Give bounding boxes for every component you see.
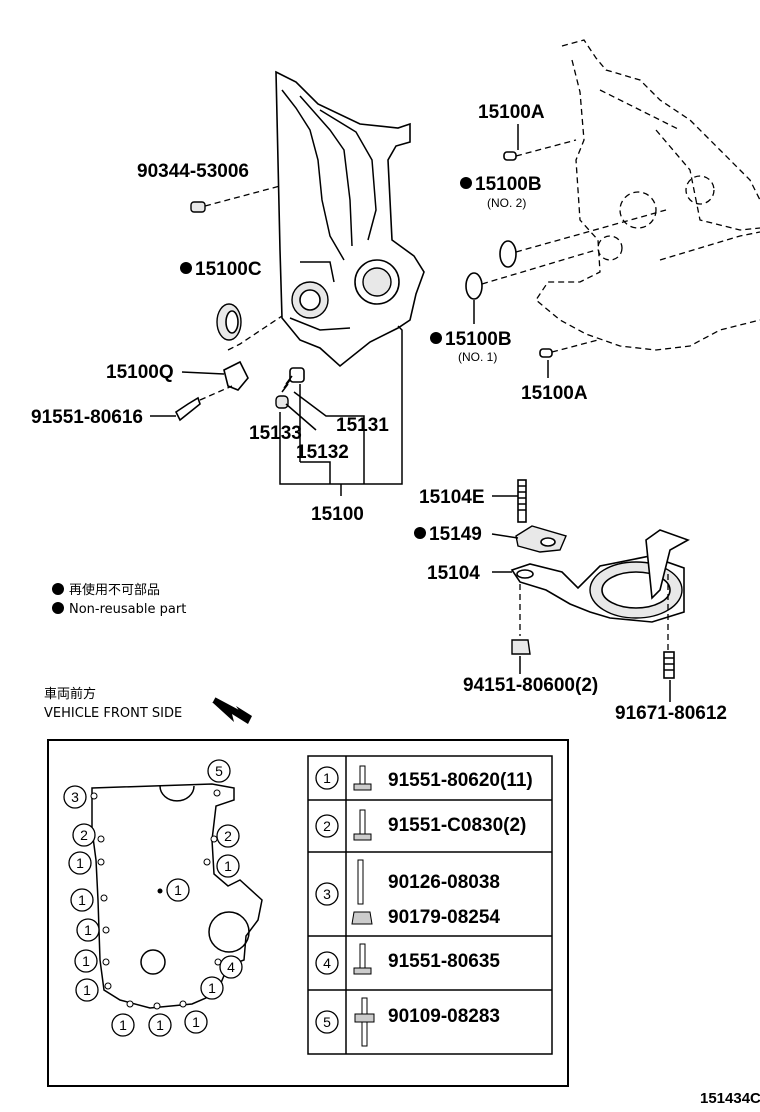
table-row: 3 90126-08038 90179-08254 <box>315 859 500 928</box>
non-reusable-dot <box>430 332 442 344</box>
svg-text:1: 1 <box>76 855 84 871</box>
bolt-table: 1 91551-80620(11) 2 91551-C0830(2) 3 901… <box>307 755 553 1055</box>
label-15100b-no1: 15100B <box>445 329 512 350</box>
legend-dot-icon <box>52 583 64 595</box>
svg-text:5: 5 <box>215 763 223 779</box>
table-row: 4 91551-80635 <box>315 943 500 975</box>
label-15104: 15104 <box>427 563 480 584</box>
marker-1: 1 <box>184 1010 208 1034</box>
vehicle-front-note: 車両前方 VEHICLE FRONT SIDE <box>44 686 252 724</box>
label-91671-80612: 91671-80612 <box>615 703 727 724</box>
svg-text:1: 1 <box>119 1017 127 1033</box>
svg-text:3: 3 <box>323 886 331 902</box>
svg-text:1: 1 <box>83 982 91 998</box>
table-row: 5 90109-08283 <box>315 997 500 1047</box>
marker-5: 5 <box>207 759 231 783</box>
bolt-location-frame <box>47 739 569 1087</box>
table-part-r3a: 90126-08038 <box>388 872 500 893</box>
marker-1: 1 <box>111 1013 135 1037</box>
part-labels: 90344-53006 15100C 15100Q 91551-80616 15… <box>31 102 727 724</box>
cover-outline-drawing <box>90 783 263 1010</box>
timing-cover-drawing <box>275 70 425 368</box>
table-row: 1 91551-80620(11) <box>315 765 533 791</box>
legend: 再使用不可部品 Non-reusable part <box>52 582 186 617</box>
svg-text:3: 3 <box>71 789 79 805</box>
marker-1: 1 <box>76 918 100 942</box>
marker-1: 1 <box>216 854 240 878</box>
marker-1: 1 <box>75 978 99 1002</box>
svg-text:1: 1 <box>192 1014 200 1030</box>
label-15100c: 15100C <box>195 259 262 280</box>
engine-block-drawing <box>535 39 760 351</box>
marker-1: 1 <box>200 976 224 1000</box>
label-15133: 15133 <box>249 423 302 444</box>
svg-text:4: 4 <box>227 959 235 975</box>
legend-dot-icon <box>52 602 64 614</box>
table-part-r3b: 90179-08254 <box>388 907 500 928</box>
label-15100b-no1-sub: (NO. 1) <box>458 350 497 364</box>
table-part-r4: 91551-80635 <box>388 951 500 972</box>
bolt-markers: 5 3 2 2 1 1 1 1 1 1 4 1 1 1 1 1 <box>63 759 243 1037</box>
svg-text:1: 1 <box>156 1017 164 1033</box>
front-en: VEHICLE FRONT SIDE <box>44 706 182 721</box>
marker-2: 2 <box>72 823 96 847</box>
front-jp: 車両前方 <box>44 686 96 702</box>
legend-jp: 再使用不可部品 <box>69 582 160 598</box>
svg-text:1: 1 <box>323 770 331 786</box>
label-15100q: 15100Q <box>106 362 174 383</box>
svg-text:1: 1 <box>84 922 92 938</box>
label-15132: 15132 <box>296 442 349 463</box>
table-part-r1: 91551-80620(11) <box>388 770 533 791</box>
label-15104e: 15104E <box>419 487 485 508</box>
svg-text:1: 1 <box>208 980 216 996</box>
label-15100a-top: 15100A <box>478 102 545 123</box>
svg-text:1: 1 <box>78 892 86 908</box>
svg-text:2: 2 <box>323 818 331 834</box>
marker-4: 4 <box>219 955 243 979</box>
svg-text:2: 2 <box>224 828 232 844</box>
svg-text:1: 1 <box>224 858 232 874</box>
bolt-icon <box>359 943 366 969</box>
table-row: 2 91551-C0830(2) <box>315 809 526 841</box>
label-90344-53006: 90344-53006 <box>137 161 249 182</box>
svg-text:2: 2 <box>80 827 88 843</box>
bolt-icon <box>359 765 366 785</box>
marker-1: 1 <box>70 888 94 912</box>
leader-lines <box>150 124 671 702</box>
table-part-r2: 91551-C0830(2) <box>388 815 526 836</box>
marker-3: 3 <box>63 785 87 809</box>
svg-text:1: 1 <box>82 953 90 969</box>
stud-icon <box>357 859 364 905</box>
figure-id: 151434C <box>700 1090 760 1107</box>
non-reusable-dot <box>460 177 472 189</box>
label-15100a-bottom: 15100A <box>521 383 588 404</box>
svg-text:5: 5 <box>323 1014 331 1030</box>
label-15131: 15131 <box>336 415 389 436</box>
small-parts-drawing <box>174 151 690 679</box>
marker-1: 1 <box>166 878 190 902</box>
marker-1: 1 <box>148 1013 172 1037</box>
label-15100b-no2-sub: (NO. 2) <box>487 196 526 210</box>
non-reusable-dot <box>414 527 426 539</box>
marker-1: 1 <box>74 949 98 973</box>
front-arrow-shaft <box>212 697 246 719</box>
marker-2: 2 <box>216 824 240 848</box>
label-15100: 15100 <box>311 504 364 525</box>
label-91551-80616: 91551-80616 <box>31 407 143 428</box>
nut-icon <box>351 911 373 925</box>
bolt-icon <box>359 809 366 835</box>
label-15100b-no2: 15100B <box>475 174 542 195</box>
svg-text:1: 1 <box>174 882 182 898</box>
label-15149: 15149 <box>429 524 482 545</box>
label-94151-80600: 94151-80600(2) <box>463 675 598 696</box>
non-reusable-dot <box>180 262 192 274</box>
svg-text:4: 4 <box>323 955 331 971</box>
table-part-r5: 90109-08283 <box>388 1006 500 1027</box>
marker-1: 1 <box>68 851 92 875</box>
legend-en: Non-reusable part <box>69 602 186 617</box>
